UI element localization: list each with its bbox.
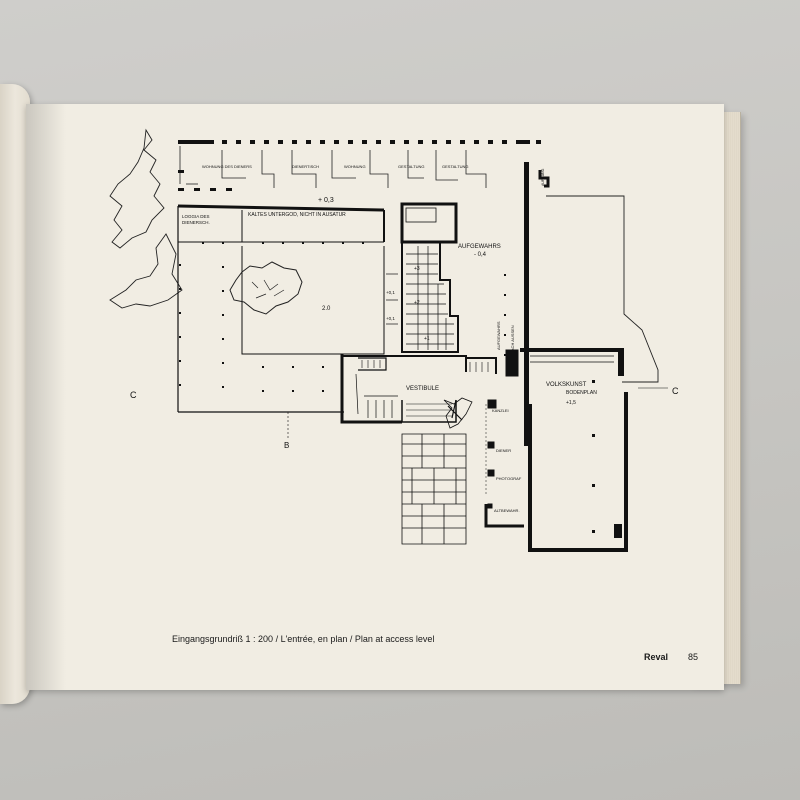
- level-stair-1: +3: [414, 266, 420, 272]
- floor-plan-drawing: WOHNUNG DES DIENERS DIENERTISCH WOHNUNG …: [109, 128, 679, 552]
- label-bodenplan: BODENPLAN: [566, 390, 597, 396]
- svg-text:AUFGANG: AUFGANG: [541, 168, 545, 186]
- paved-entrance-path: [401, 433, 467, 545]
- label-cold-storage: KALTES UNTERGOD, NICHT IN AUSATUR: [248, 212, 346, 218]
- section-marker-c-right: C: [672, 386, 679, 396]
- gutter-shadow: [26, 104, 66, 690]
- svg-text:+0,1: +0,1: [386, 290, 395, 295]
- level-stair-2: +2: [414, 300, 420, 306]
- figure-caption: Eingangsgrundriß 1 : 200 / L'entrée, en …: [172, 634, 435, 644]
- upper-room-box: [400, 202, 458, 244]
- right-columns: [504, 274, 506, 356]
- running-title: Reval: [644, 652, 669, 662]
- hall-stair: [466, 349, 519, 377]
- svg-text:GESTALTUNG: GESTALTUNG: [442, 164, 469, 169]
- dashed-boundary-left: [178, 170, 232, 191]
- page-number: 85: [688, 652, 699, 662]
- exterior-terrace-outline: [546, 195, 659, 383]
- section-marker-c-left: C: [130, 390, 137, 400]
- label-loggia-2: DIENERSCH.: [182, 220, 210, 225]
- label-photograf: PHOTOGRAF: [496, 476, 522, 481]
- label-loggia: LOGGIA DES: [182, 214, 210, 219]
- top-post-row: [178, 140, 541, 144]
- label-diener: DIENER: [496, 448, 511, 453]
- svg-text:AUFGEWAHRS: AUFGEWAHRS: [496, 321, 501, 350]
- courtyard-frame: [177, 204, 385, 413]
- label-foyer: VESTIBULE: [406, 386, 439, 392]
- courtyard-columns: [179, 242, 364, 392]
- east-wall: [524, 162, 529, 446]
- book-page: WOHNUNG DES DIENERS DIENERTISCH WOHNUNG …: [26, 104, 724, 690]
- svg-text:NACH AUSSEN: NACH AUSSEN: [510, 325, 515, 354]
- level-upper-terrace: + 0,3: [318, 197, 334, 204]
- svg-text:+0,1: +0,1: [386, 316, 395, 321]
- svg-text:WOHNUNG DES DIENERS: WOHNUNG DES DIENERS: [202, 164, 252, 169]
- tree-outline-upper: [109, 128, 165, 249]
- svg-text:GESTALTUNG: GESTALTUNG: [398, 164, 425, 169]
- label-volkskunst: VOLKSKUNST: [546, 382, 587, 388]
- upper-room-partitions: WOHNUNG DES DIENERS DIENERTISCH WOHNUNG …: [179, 146, 487, 188]
- level-courtyard: 2.0: [322, 306, 331, 312]
- corner-stair-mark: [538, 170, 550, 188]
- level-aufgewahrs: - 0,4: [474, 252, 487, 258]
- svg-text:DIENERTISCH: DIENERTISCH: [292, 164, 319, 169]
- level-volkskunst: +1,5: [566, 400, 576, 406]
- tree-outline-lower: [109, 233, 183, 309]
- label-altbewahr: ALTBEWAHR.: [494, 508, 520, 513]
- section-marker-b: B: [284, 441, 289, 450]
- central-stair-block: [401, 242, 459, 353]
- exhibition-hall: [520, 348, 628, 552]
- entry-stair-and-planter: [401, 397, 473, 429]
- left-page-edge: [0, 84, 30, 704]
- entrance-hall: [340, 354, 467, 424]
- svg-text:WOHNUNG: WOHNUNG: [344, 164, 366, 169]
- label-aufgewahrs: AUFGEWAHRS: [458, 244, 501, 250]
- label-kanzlei: KANZLEI: [492, 408, 509, 413]
- office-stack: [484, 399, 524, 528]
- level-stair-3: +1: [424, 336, 430, 342]
- courtyard-tree: [229, 261, 303, 315]
